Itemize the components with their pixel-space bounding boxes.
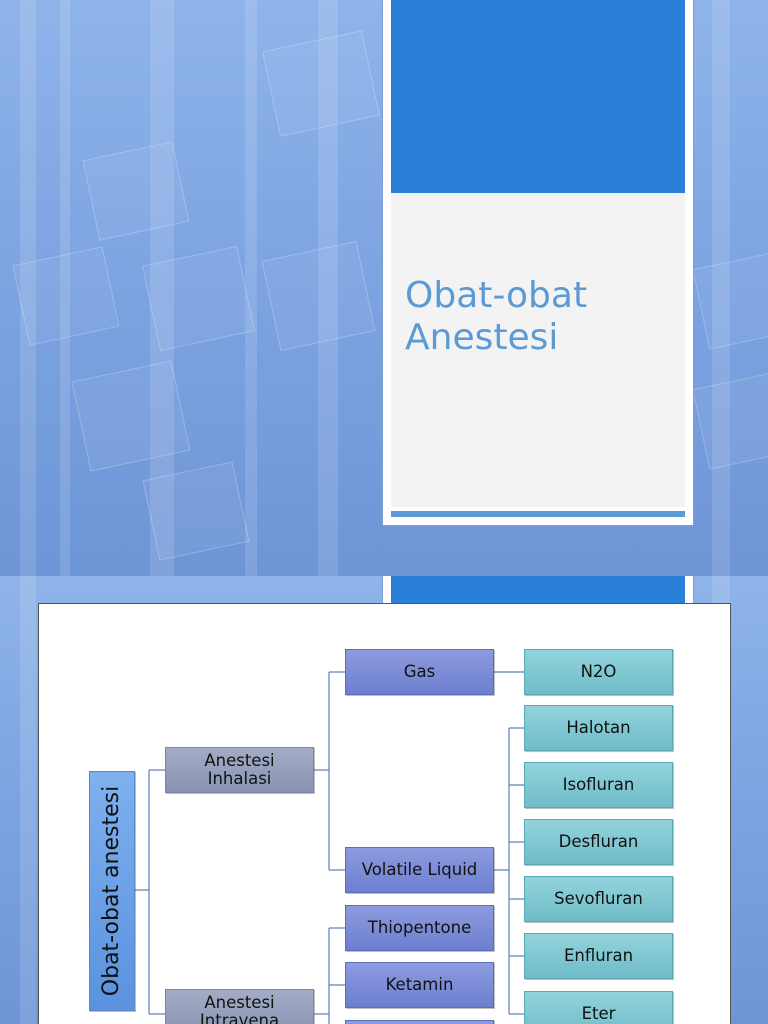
node-desfluran: Desfluran <box>524 819 673 865</box>
node-label: Halotan <box>566 718 631 737</box>
accent-line <box>391 511 685 517</box>
node-gas: Gas <box>345 649 494 695</box>
title-slide: Obat-obat Anestesi <box>0 0 768 576</box>
node-label: Ketamin <box>385 975 454 994</box>
node-label: N2O <box>580 662 617 681</box>
node-label: Anestesi Inhalasi <box>204 751 275 788</box>
node-label: Thiopentone <box>367 918 472 937</box>
title-card: Obat-obat Anestesi <box>382 0 694 526</box>
node-volatile-liquid: Volatile Liquid <box>345 847 494 893</box>
background-shape <box>12 246 120 346</box>
node-enfluran: Enfluran <box>524 933 673 979</box>
node-partial <box>345 1020 494 1024</box>
node-thiopentone: Thiopentone <box>345 905 494 951</box>
background-stripe <box>150 0 174 576</box>
node-label: Anestesi Intravena <box>199 993 280 1024</box>
node-label: Eter <box>581 1004 616 1023</box>
slide-title: Obat-obat Anestesi <box>405 275 675 359</box>
background-stripe <box>20 576 36 1024</box>
background-shape <box>262 30 380 137</box>
title-color-block <box>391 0 685 193</box>
background-shape <box>692 252 768 350</box>
node-label: Isofluran <box>562 775 635 794</box>
background-stripe <box>712 0 730 576</box>
background-shape <box>142 245 255 352</box>
node-label: Gas <box>403 662 436 681</box>
background-shape <box>692 372 768 470</box>
background-shape <box>261 240 376 352</box>
background-stripe <box>60 0 70 576</box>
background-stripe <box>245 0 257 576</box>
slide-title-line: Obat-obat <box>405 275 588 316</box>
node-label: Enfluran <box>563 946 634 965</box>
title-panel <box>391 193 685 507</box>
node-label: Volatile Liquid <box>361 860 478 879</box>
connector-lines <box>135 671 524 1024</box>
node-anestesi-inhalasi: Anestesi Inhalasi <box>165 747 314 793</box>
node-sevofluran: Sevofluran <box>524 876 673 922</box>
node-label: Sevofluran <box>554 889 643 908</box>
node-ketamin: Ketamin <box>345 962 494 1008</box>
node-n2o: N2O <box>524 649 673 695</box>
background-shape <box>142 461 250 561</box>
node-halotan: Halotan <box>524 705 673 751</box>
slide-title-line: Anestesi <box>405 317 559 358</box>
node-eter: Eter <box>524 991 673 1024</box>
diagram-slide: Obat-obat anestesi Anestesi Inhalasi Ane… <box>0 576 768 1024</box>
diagram-panel: Obat-obat anestesi Anestesi Inhalasi Ane… <box>38 603 731 1024</box>
background-stripe <box>318 0 338 576</box>
root-node: Obat-obat anestesi <box>89 771 135 1011</box>
node-label: Desfluran <box>558 832 639 851</box>
node-isofluran: Isofluran <box>524 762 673 808</box>
node-anestesi-intravena: Anestesi Intravena <box>165 989 314 1024</box>
background-stripe <box>20 0 36 576</box>
root-node-label: Obat-obat anestesi <box>99 785 125 997</box>
